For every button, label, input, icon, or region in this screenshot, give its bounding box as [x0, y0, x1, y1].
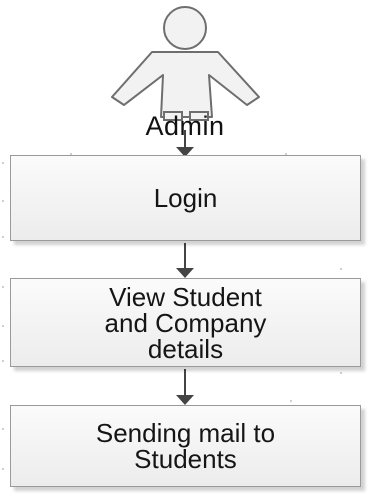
arrow-view-to-mail [176, 369, 194, 405]
arrow-actor-to-login [176, 130, 194, 157]
arrow-login-to-view [176, 243, 194, 278]
view-details-step-label: View Student and Company details [104, 281, 267, 364]
actor-legs [163, 111, 209, 121]
view-details-step-box: View Student and Company details [10, 278, 361, 367]
actor-icon [111, 6, 260, 118]
login-step-box: Login [10, 155, 361, 241]
send-mail-step-label: Sending mail to Students [95, 418, 276, 474]
actor-label: Admin [145, 111, 225, 141]
guide-dots [2, 153, 342, 470]
send-mail-step-box: Sending mail to Students [10, 405, 361, 487]
login-step-label: Login [153, 183, 218, 213]
